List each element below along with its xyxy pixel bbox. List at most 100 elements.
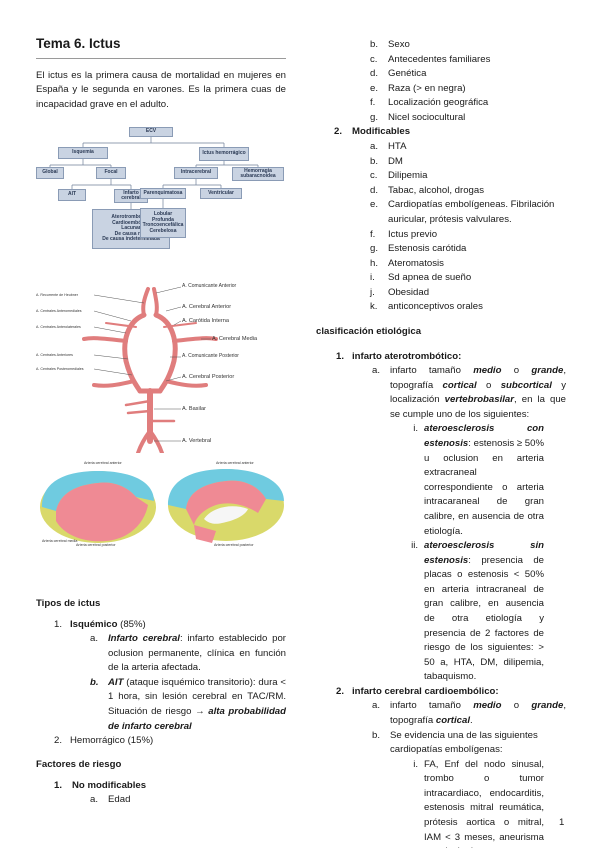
cause-rara: De causa rara (114, 230, 148, 237)
text-cardiopatias: Se evidencia una de las siguientes cardi… (390, 729, 538, 756)
text-cardiopatias-list: FA, Enf del nodo sinusal, trombo o tumor… (424, 758, 544, 848)
etiologica-s1-i: i. ateroesclerosis con estenosis: esteno… (400, 422, 566, 539)
factor-item: k. anticonceptivos orales (370, 300, 566, 315)
factores-continued: b. Sexo c. Antecedentes familiares d. Ge… (316, 38, 566, 315)
term-grande: grande (531, 365, 564, 377)
factor-mark: d. (370, 68, 379, 80)
tipos-item-num: 2. (54, 735, 63, 747)
label-centrales-posteromediales: A. Centrales Posteromediales (36, 367, 84, 372)
label-cerebral-anterior: A. Cerebral Anterior (182, 304, 232, 311)
tree-node-focal: Focal (96, 167, 126, 180)
factor-item: a. HTA (370, 140, 566, 155)
label-centrales-anteromediales: A. Centrales Anteromediales (36, 309, 82, 314)
tipos-isquemico-label: Isquémico (70, 618, 118, 630)
factor-mark: b. (370, 155, 379, 167)
tipos-section: Tipos de ictus 1. Isquémico (85%) a. Inf… (36, 597, 286, 749)
factor-mark: a. (370, 141, 379, 153)
factor-text: Genética (388, 68, 427, 80)
text-ait: (ataque isquémico transitorio): dura < 1… (108, 676, 286, 718)
etiologica-s2-label: infarto cerebral cardioembólico: (352, 685, 499, 697)
tree-node-subaracnoidea: Hemorragia subaracnoidea (232, 167, 284, 182)
factor-mark: a. (90, 794, 99, 806)
etiologica-mark: i. (413, 758, 418, 770)
factor-text: Localización geográfica (388, 97, 489, 109)
tree-node-parenquimatosa: Parenquimatosa (140, 188, 186, 200)
tree-node-ventricular: Ventricular (200, 188, 242, 200)
factor-text: HTA (388, 141, 407, 153)
factor-mark: g. (370, 243, 379, 255)
factor-item: d. Tabac, alcohol, drogas (370, 184, 566, 199)
label-recurrente-heubner: A. Recurrente de Heubner (36, 293, 78, 298)
factor-text: anticonceptivos orales (388, 301, 483, 313)
cause-indeterminada: De causa indeterminada (102, 236, 160, 243)
factor-item: b. Sexo (370, 38, 566, 53)
factor-mark: b. (370, 39, 379, 50)
factores-nm-label: No modificables (72, 779, 147, 791)
text-hemorragico: Hemorrágico (15%) (70, 735, 154, 747)
term-ait: AIT (108, 676, 124, 688)
etiologica-mark: a. (372, 700, 381, 712)
factor-mark: k. (370, 301, 378, 313)
text-fragment: o (501, 365, 532, 377)
factor-mark: j. (370, 286, 375, 298)
factor-text: Sexo (388, 39, 410, 50)
factor-text: Ictus previo (388, 228, 438, 240)
location-troncoencefalica: Troncoencefálica (142, 222, 184, 229)
tipos-item-num: 1. (54, 618, 63, 630)
label-brain-bl1: Arteria cerebral media (42, 539, 78, 544)
right-column: b. Sexo c. Antecedentes familiares d. Ge… (316, 38, 566, 848)
text-fragment: o (476, 379, 501, 391)
factor-mark: f. (370, 97, 376, 109)
factor-mark: i. (370, 272, 375, 284)
factor-text: Ateromatosis (388, 257, 444, 269)
tipos-subitem-infarto: a. Infarto cerebral: infarto establecido… (90, 632, 286, 676)
label-vertebral: A. Vertebral (182, 438, 212, 445)
circle-of-willis-figure: A. Recurrente de Heubner A. Centrales An… (36, 281, 286, 454)
cause-cardioembolico: Cardioembólico (112, 219, 150, 226)
factor-mark: e. (370, 199, 379, 211)
tipos-isquemico-pct: (85%) (117, 618, 146, 630)
etiologica-s2-a: a. infarto tamaño medio o grande, topogr… (372, 699, 566, 728)
factores-heading: Factores de riesgo (36, 759, 122, 770)
label-brain-r1: Arteria cerebral anterior (216, 461, 254, 466)
brain-territories-figure: Arteria cerebral anterior Arteria cerebr… (36, 461, 286, 551)
factor-text: Dilipemia (388, 170, 428, 182)
factor-item: e. Cardiopatías embolígeneas. Fibrilació… (370, 198, 566, 227)
text-fragment: , topografía (390, 700, 567, 727)
tipos-item-isquemico: 1. Isquémico (85%) (54, 618, 286, 633)
text-fragment: o (501, 700, 532, 712)
factor-mark: h. (370, 257, 379, 269)
tipos-subitem-mark: a. (90, 633, 99, 645)
ictus-classification-diagram: ECV Isquemia Ictus hemorrágico Global Fo… (36, 121, 286, 271)
factor-item: d. Genética (370, 67, 566, 82)
factor-mark: f. (370, 228, 376, 240)
text-fragment: , topografía (390, 365, 567, 391)
label-comunicante-anterior: A. Comunicante Anterior (182, 283, 237, 290)
tipos-subitem-ait: b. AIT (ataque isquémico transitorio): d… (90, 676, 286, 734)
location-lobular: Lobular (153, 211, 173, 218)
term-con-estenosis: ateroesclerosis con estenosis (424, 423, 544, 450)
factor-text: Edad (108, 794, 131, 806)
location-profunda: Profunda (152, 216, 174, 223)
etiologica-heading: clasificación etiológica (316, 325, 422, 337)
etiologica-s2-b: b. Se evidencia una de las siguientes ca… (372, 729, 566, 758)
factor-item: h. Ateromatosis (370, 257, 566, 272)
etiologica-mark: a. (372, 365, 381, 377)
etiologica-item-cardioembolico: 2. infarto cerebral cardioembólico: (336, 685, 566, 700)
factor-text: Raza (> en negra) (388, 82, 466, 94)
tree-node-causes: Aterotrombótico Cardioembólico Lacunar D… (92, 209, 170, 250)
etiologica-s1-a: a. infarto tamaño medio o grande, topogr… (372, 364, 566, 422)
label-brain-r2: Arteria cerebral posterior (214, 543, 254, 548)
text-ait-tail: alta probabilidad de infarto cerebral (108, 706, 286, 732)
factor-item: i. Sd apnea de sueño (370, 271, 566, 286)
factor-item: c. Antecedentes familiares (370, 53, 566, 68)
term-cortical: cortical (442, 379, 477, 391)
etiologica-mark: ii. (411, 540, 418, 552)
cause-lacunar: Lacunar (121, 225, 141, 232)
brain-territories-illustration (40, 469, 284, 544)
label-comunicante-posterior: A. Comunicante Posterior (182, 353, 239, 360)
etiologica-mark: i. (413, 423, 418, 435)
factor-mark: g. (370, 111, 379, 123)
factor-item: j. Obesidad (370, 286, 566, 301)
etiologica-item-aterotrombotico: 1. infarto aterotrombótico: (336, 350, 566, 365)
